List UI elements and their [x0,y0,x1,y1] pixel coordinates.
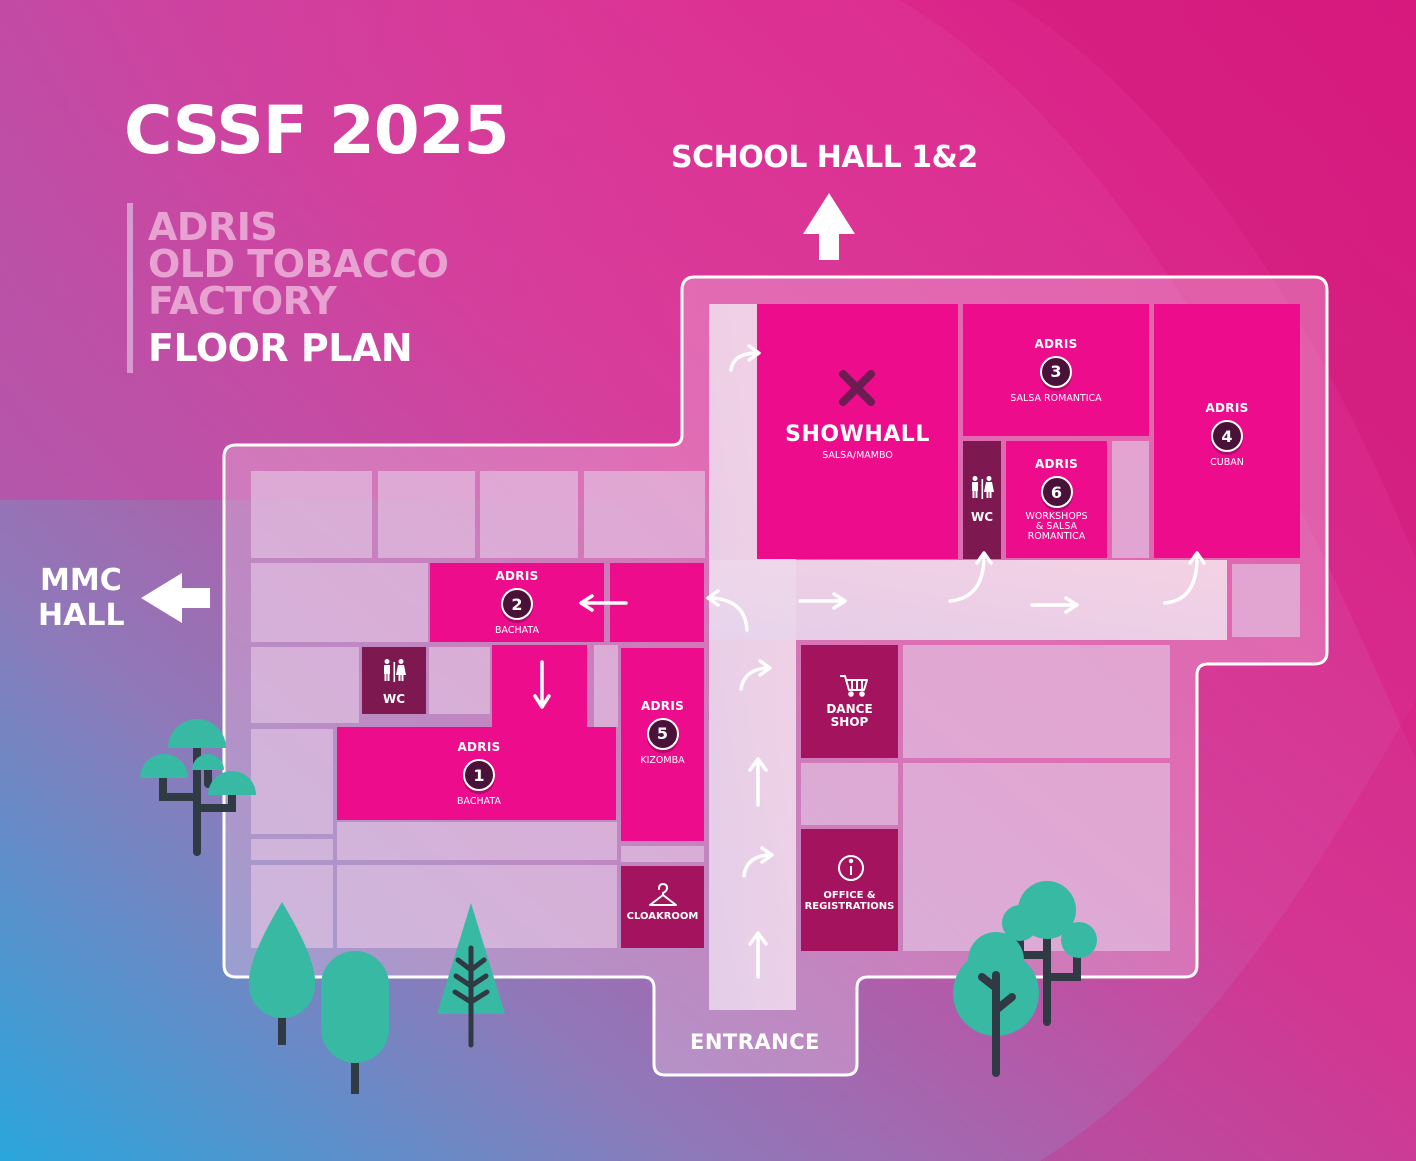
room-style: SALSA ROMANTICA [1010,392,1102,404]
room-number-badge: 1 [463,759,495,791]
office-label-2: REGISTRATIONS [804,901,895,912]
adris-3-room[interactable]: ADRIS 3 SALSA ROMANTICA [963,304,1149,436]
right-arrow-icon [798,592,847,610]
wc-left[interactable]: WC [362,683,426,711]
room-style: KIZOMBA [640,754,685,766]
room-style: BACHATA [457,796,501,807]
venue-line-3: FACTORY [148,279,337,323]
room-venue: ADRIS [640,698,685,713]
curve-right-arrow-icon [742,846,774,878]
dance-shop[interactable]: DANCE SHOP [801,700,898,732]
right-arrow-icon [1030,596,1079,614]
west-exit-label-1: MMC [40,563,122,598]
toilet-icon [384,659,406,682]
showhall-room[interactable]: SHOWHALL SALSA/MAMBO [757,404,958,474]
cloakroom-room [621,866,704,948]
wc-label: WC [382,691,406,706]
office-label-1: OFFICE & [823,890,876,901]
shopping-cart-icon [840,675,868,697]
room-number-badge: 6 [1040,476,1073,509]
north-exit-label: SCHOOL HALL 1&2 [671,140,978,175]
cloakroom-label: CLOAKROOM [626,910,699,922]
adris-1-room[interactable]: ADRIS 1 BACHATA [337,727,621,820]
tree-icon [953,932,1039,1077]
tree-icon [437,903,505,1048]
adris-2-room[interactable]: ADRIS 2 BACHATA [430,563,604,642]
pale-rooms [251,441,1300,951]
room-venue: ADRIS [1034,336,1078,351]
hanger-icon [649,883,677,906]
west-exit-arrow-icon [141,573,210,623]
room-venue: ADRIS [457,740,501,754]
tree-icon [321,951,389,1094]
showhall-style: SALSA/MAMBO [822,449,893,461]
showhall-x-icon [839,370,875,406]
curve-up-arrow-icon [948,551,993,603]
tree-icon [1002,881,1097,1026]
room-style: CUBAN [1210,457,1244,468]
room-number-badge: 4 [1211,420,1243,452]
room-number-badge: 2 [501,588,533,620]
info-icon [838,855,864,881]
up-arrow-icon [748,931,768,979]
room-venue: ADRIS [1205,401,1249,415]
shop-label-2: SHOP [830,715,869,729]
room-venue: ADRIS [1034,457,1079,472]
direction-arrows [533,344,1206,979]
curve-left-arrow-icon [706,589,749,632]
toilet-icon [972,476,994,499]
wc-right[interactable]: WC [963,500,1001,530]
room-number-badge: 5 [646,717,679,750]
exit-arrows [141,193,855,623]
corridors [709,304,1227,1010]
wc-right-room [963,441,1001,559]
adris-4-room[interactable]: ADRIS 4 CUBAN [1154,304,1300,558]
west-exit-label-2: HALL [38,598,125,633]
office-registrations[interactable]: OFFICE & REGISTRATIONS [801,888,898,914]
page-title: CSSF 2025 [124,92,510,169]
venue-line-1: ADRIS [148,205,278,249]
title-divider [127,203,133,373]
adris-6-room[interactable]: ADRIS 6 WORKSHOPS & SALSA ROMANTICA [1006,441,1107,558]
entrance-label: ENTRANCE [690,1030,820,1054]
up-arrow-icon [748,757,768,807]
tree-icon [248,902,316,1045]
room-style: WORKSHOPS & SALSA ROMANTICA [1025,511,1088,542]
cloakroom[interactable]: CLOAKROOM [621,908,704,924]
venue-line-2: OLD TOBACCO [148,242,449,286]
down-arrow-icon [533,660,551,709]
office-room [801,829,898,951]
tree-icon [140,719,256,856]
north-exit-arrow-icon [803,193,855,260]
curve-right-arrow-icon [729,344,761,372]
room-venue: ADRIS [495,569,539,583]
room-style: BACHATA [495,625,539,636]
showhall-name: SHOWHALL [785,421,930,447]
room-number-badge: 3 [1040,355,1072,388]
floor-plan-heading: FLOOR PLAN [148,326,413,370]
wc-label: WC [970,509,994,524]
left-arrow-icon [579,594,628,612]
curve-up-arrow-icon [1163,551,1206,605]
shop-room [801,645,898,758]
curve-right-arrow-icon [739,659,772,691]
shop-label-1: DANCE [826,701,873,716]
adris-5-room[interactable]: ADRIS 5 KIZOMBA [621,690,704,774]
